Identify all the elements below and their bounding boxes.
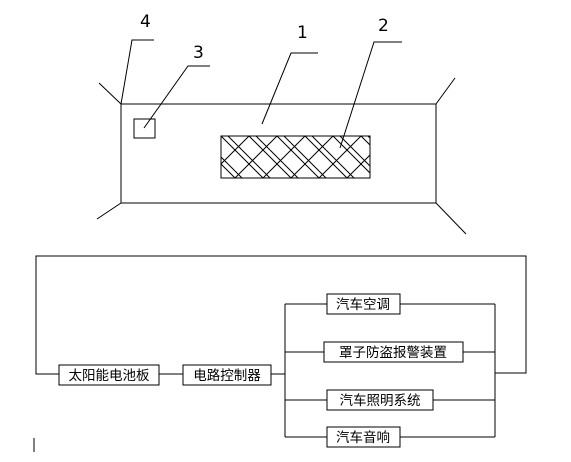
hatch-stroke [221, 136, 236, 151]
hatch-stroke [332, 163, 348, 178]
hatch-stroke [248, 136, 264, 151]
hatch-stroke [346, 136, 362, 151]
hatch-stroke [248, 149, 264, 165]
hatch-stroke [346, 163, 362, 178]
hatch-stroke [332, 136, 348, 151]
corner-leg-bottom-right [435, 202, 467, 235]
callout-number-3: 3 [193, 43, 204, 63]
load-label-2: 罩子防盗报警装置 [339, 345, 447, 361]
hatch-stroke [248, 163, 264, 178]
load-label-1: 汽车空调 [336, 296, 390, 313]
load-box-air-conditioner: 汽车空调 [326, 293, 401, 315]
corner-leg-top-right [435, 77, 456, 105]
hatch-stroke [234, 149, 250, 165]
callout-number-2: 2 [378, 16, 389, 36]
hatch-stroke [360, 154, 370, 165]
load-box-car-audio: 汽车音响 [326, 426, 401, 448]
hatch-stroke [304, 163, 320, 178]
hatch-stroke [221, 163, 236, 178]
leader-line-2 [339, 41, 402, 149]
device-top-view: 4 3 1 2 [96, 12, 467, 235]
corner-leg-top-left [98, 82, 122, 105]
hatch-stroke [234, 163, 250, 178]
hatch-stroke [262, 136, 278, 151]
leader-line-1 [261, 52, 318, 125]
callout-number-4: 4 [140, 12, 151, 32]
load-box-anti-theft-alarm: 罩子防盗报警装置 [323, 341, 464, 363]
hatch-stroke [304, 149, 320, 165]
hatch-stroke [318, 149, 334, 165]
corner-leg-bottom-left [96, 202, 122, 220]
callout-number-1: 1 [297, 23, 308, 43]
hatch-stroke [290, 149, 306, 165]
hatch-stroke [360, 163, 370, 174]
circuit-diagram: 太阳能电池板 电路控制器 汽车空调 罩子防盗报警装置 汽车照明系统 汽车音响 [35, 255, 527, 448]
hatch-stroke [234, 136, 250, 151]
leader-line-4 [120, 39, 154, 105]
hatch-stroke [290, 136, 306, 151]
hatch-stroke [332, 149, 348, 165]
load-box-lighting-system: 汽车照明系统 [326, 389, 434, 411]
hatch-stroke [262, 149, 278, 165]
controller-box: 电路控制器 [182, 364, 272, 386]
load-label-3: 汽车照明系统 [340, 392, 421, 409]
solar-panel-label: 太阳能电池板 [69, 368, 150, 384]
controller-label: 电路控制器 [193, 368, 261, 384]
leader-line-3 [143, 65, 210, 129]
hatch-stroke [318, 136, 334, 151]
small-square-part-3 [133, 118, 156, 139]
hatch-stroke [290, 163, 306, 178]
solar-panel-box: 太阳能电池板 [58, 364, 160, 386]
hatch-stroke [304, 136, 320, 151]
hatch-stroke [276, 163, 292, 178]
hatch-stroke [360, 136, 370, 146]
hatch-stroke [262, 163, 278, 178]
hatch-stroke [318, 163, 334, 178]
hatch-stroke [346, 149, 362, 165]
load-label-4: 汽车音响 [336, 429, 390, 446]
hatch-stroke [276, 136, 292, 151]
solar-panel-part-2 [220, 135, 371, 179]
return-wire [35, 255, 527, 375]
hatch-stroke [276, 149, 292, 165]
hatch-stroke [221, 149, 236, 165]
